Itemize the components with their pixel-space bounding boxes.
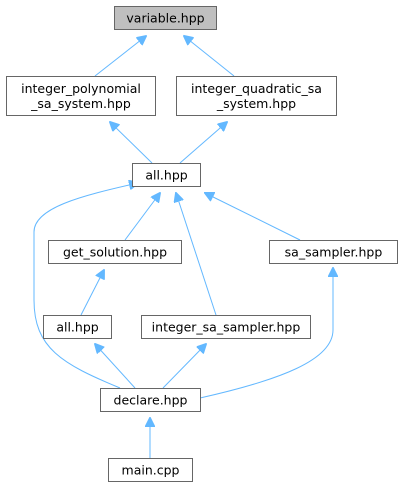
node-box [48,240,182,264]
node-box [176,76,337,116]
edges-layer [33,36,333,458]
edge-all_low-to-get_sol [80,270,104,316]
node-box [43,315,112,339]
edge-int_quad-to-variable [184,36,235,77]
node-label: _sa_system.hpp [30,96,131,111]
node-box [269,240,398,264]
node-label: _system.hpp [216,96,296,111]
node-label: sa_sampler.hpp [285,245,383,260]
edge-declare-to-int_sa [162,344,206,389]
node-main[interactable]: main.cpp [108,458,193,482]
node-label: variable.hpp [126,11,204,26]
node-box [141,315,311,339]
edge-sa_samp-to-all_top [205,193,301,241]
node-declare[interactable]: declare.hpp [100,388,201,412]
edge-all_top-to-int_poly [110,122,153,164]
node-label: integer_sa_sampler.hpp [152,320,301,335]
node-int_poly[interactable]: integer_polynomial_sa_system.hpp [6,76,156,116]
node-label: main.cpp [122,463,180,478]
edge-declare-to-sa_samp [199,268,333,399]
edge-declare-to-all_top [33,183,138,389]
node-all_top[interactable]: all.hpp [132,163,201,187]
node-box [100,388,201,412]
node-label: all.hpp [145,168,187,183]
node-int_sa[interactable]: integer_sa_sampler.hpp [141,315,311,339]
node-variable: variable.hpp [114,6,217,30]
node-label: declare.hpp [114,393,188,408]
node-label: integer_quadratic_sa [191,81,322,96]
edge-int_sa-to-all_top [176,193,217,316]
node-label: get_solution.hpp [63,245,167,260]
edge-all_top-to-int_quad [179,122,227,164]
node-box [108,458,193,482]
node-box [132,163,201,187]
edge-int_poly-to-variable [94,36,146,77]
nodes-layer: variable.hpp integer_polynomial_sa_system… [6,6,398,482]
node-label: integer_polynomial [21,81,141,96]
node-box [114,6,217,30]
edge-declare-to-all_low [95,344,136,389]
edge-get_sol-to-all_top [124,193,160,241]
node-int_quad[interactable]: integer_quadratic_sa_system.hpp [176,76,337,116]
node-label: all.hpp [56,320,98,335]
node-box [6,76,156,116]
node-get_sol[interactable]: get_solution.hpp [48,240,182,264]
node-all_low[interactable]: all.hpp [43,315,112,339]
node-sa_samp[interactable]: sa_sampler.hpp [269,240,398,264]
